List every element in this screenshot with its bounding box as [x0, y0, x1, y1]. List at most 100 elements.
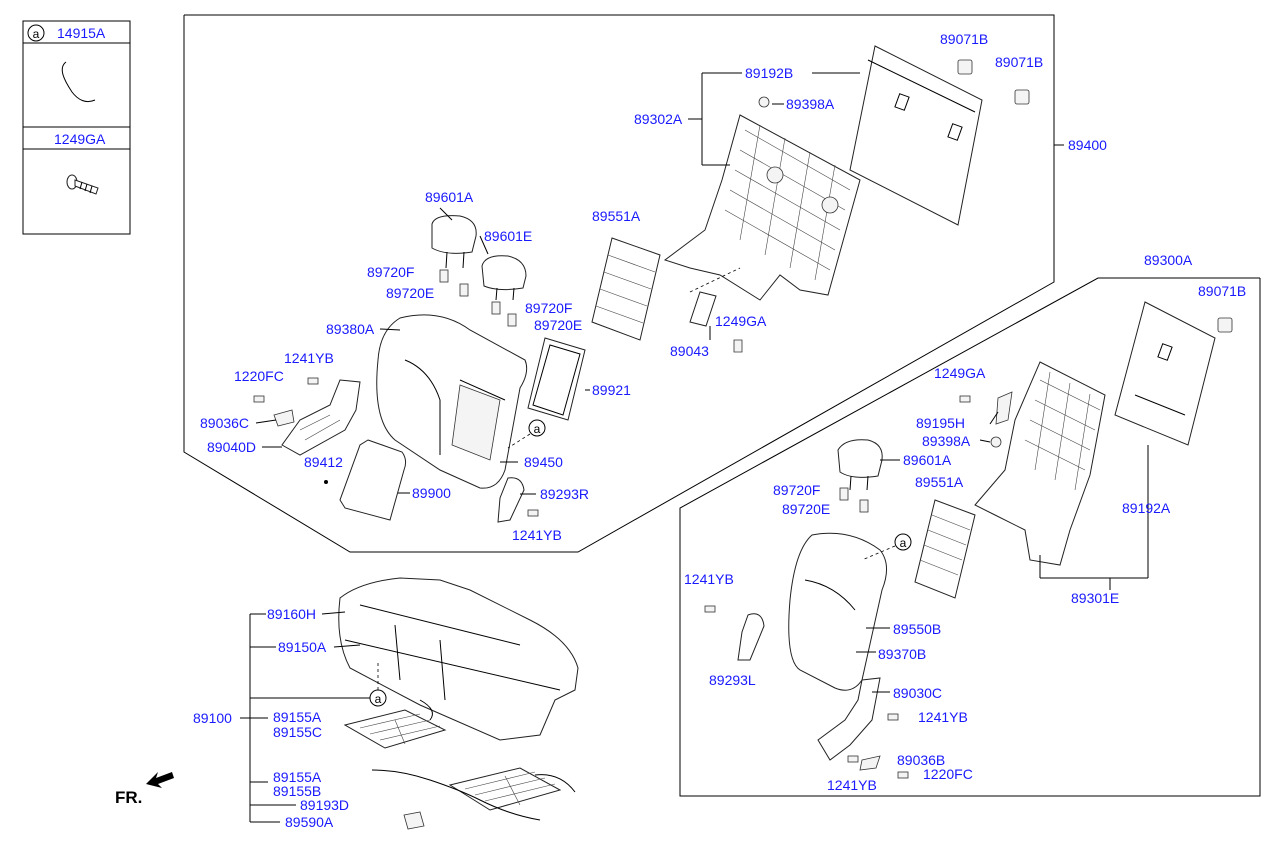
headrest-89601E — [481, 255, 527, 301]
bolt-1249GA-a — [733, 339, 743, 353]
bolt-1220FC-b — [897, 771, 909, 779]
backrest-cover-89370B — [788, 532, 887, 691]
clip-89071B-c — [1217, 317, 1233, 333]
nut-89398A-a — [758, 96, 770, 108]
callout-a-upper: a — [507, 419, 546, 449]
legend-part-a: 14915A — [57, 25, 106, 41]
guide-89720F-b — [491, 301, 501, 315]
legend-a-symbol: a — [33, 27, 40, 41]
label-89302A: 89302A — [634, 111, 683, 127]
guide-89720E-b — [507, 313, 517, 327]
label-89601E: 89601E — [484, 228, 532, 244]
label-89601A-2: 89601A — [903, 452, 952, 468]
label-89601A-1: 89601A — [425, 189, 474, 205]
label-89551A-1: 89551A — [592, 208, 641, 224]
guide-89720E-a — [459, 283, 469, 297]
bracket-89195H — [995, 391, 1013, 425]
guide-89720E-c — [859, 499, 869, 513]
bracket-89043 — [689, 267, 741, 327]
bolt-1220FC-a — [253, 395, 265, 403]
label-89036B: 89036B — [897, 752, 945, 768]
bolt-1249GA-b — [959, 395, 971, 403]
pad-89551A-a — [591, 237, 661, 341]
label-89921: 89921 — [592, 382, 631, 398]
pad-89551A-b — [914, 499, 976, 599]
seat-cushion-89160H — [338, 577, 579, 741]
label-89720E-3: 89720E — [782, 501, 830, 517]
label-89155B: 89155B — [273, 783, 321, 799]
guide-89720F-a — [439, 269, 449, 283]
label-89043: 89043 — [670, 343, 709, 359]
label-89030C: 89030C — [893, 685, 942, 701]
label-89720E-1: 89720E — [386, 285, 434, 301]
label-89193D: 89193D — [300, 797, 349, 813]
label-89398A-1: 89398A — [786, 96, 835, 112]
clip-89071B-a — [957, 59, 973, 75]
label-1241YB-4: 1241YB — [918, 709, 968, 725]
headrest-89601A-b — [837, 439, 883, 491]
label-1220FC-1: 1220FC — [234, 368, 284, 384]
label-89150A: 89150A — [278, 639, 327, 655]
upper-assembly-frame — [183, 14, 1055, 553]
label-1241YB-5: 1241YB — [827, 777, 877, 793]
bolt-1241YB-a — [307, 377, 319, 385]
svg-text:a: a — [534, 422, 541, 436]
svg-text:a: a — [375, 692, 382, 706]
seatback-board-89192A — [1114, 301, 1216, 446]
bolt-1241YB-c — [704, 605, 716, 613]
label-89720E-2: 89720E — [534, 317, 582, 333]
label-89720F-1: 89720F — [367, 264, 414, 280]
label-89160H: 89160H — [267, 606, 316, 622]
label-89071B-1: 89071B — [940, 31, 988, 47]
heater-pad-89155A-a — [343, 709, 447, 749]
label-89590A: 89590A — [285, 814, 334, 830]
label-89293L: 89293L — [709, 672, 756, 688]
seatback-board-89192B — [849, 45, 983, 226]
label-89398A-2: 89398A — [922, 433, 971, 449]
seatback-frame-89301E — [974, 361, 1106, 566]
seatback-frame-89302A — [663, 114, 861, 301]
label-89155A-1: 89155A — [273, 709, 322, 725]
cover-89036C — [273, 409, 295, 427]
leader-lines — [255, 72, 1149, 693]
legend-part-b: 1249GA — [54, 131, 106, 147]
label-89450: 89450 — [524, 454, 563, 470]
backrest-cover-89380A — [376, 314, 528, 489]
label-89192A: 89192A — [1122, 500, 1171, 516]
label-89550B: 89550B — [893, 621, 941, 637]
armrest-89900 — [339, 439, 407, 521]
label-1241YB-2: 1241YB — [512, 527, 562, 543]
label-89195H: 89195H — [916, 415, 965, 431]
label-1220FC-2: 1220FC — [923, 766, 973, 782]
svg-text:a: a — [900, 536, 907, 550]
hook-wire-icon — [61, 61, 96, 103]
label-89370B: 89370B — [878, 646, 926, 662]
label-89300A: 89300A — [1144, 252, 1193, 268]
label-1249GA-1: 1249GA — [715, 313, 767, 329]
label-89155C: 89155C — [273, 724, 322, 740]
front-direction-arrow-icon — [146, 772, 174, 788]
label-1249GA-2: 1249GA — [934, 365, 986, 381]
label-89036C: 89036C — [200, 415, 249, 431]
bolt-1241YB-d — [887, 713, 899, 721]
label-89551A-2: 89551A — [915, 474, 964, 490]
label-89293R: 89293R — [540, 486, 589, 502]
nut-89398A-b — [990, 436, 1002, 448]
legend-box: a 14915A 1249GA — [22, 20, 131, 235]
label-89040D: 89040D — [207, 439, 256, 455]
label-89380A: 89380A — [326, 321, 375, 337]
headrest-89601A-a — [431, 215, 477, 269]
cover-89293L — [737, 613, 765, 661]
armrest-panel-89921 — [527, 337, 586, 421]
harness-89193D — [371, 699, 576, 821]
label-89301E: 89301E — [1071, 590, 1119, 606]
module-89590A — [403, 811, 425, 830]
label-89155A-2: 89155A — [273, 769, 322, 785]
label-89720F-2: 89720F — [525, 300, 572, 316]
label-89071B-2: 89071B — [995, 54, 1043, 70]
front-label: FR. — [115, 788, 142, 807]
label-89100: 89100 — [193, 710, 232, 726]
pin-89412 — [324, 480, 328, 484]
label-89720F-3: 89720F — [773, 482, 820, 498]
